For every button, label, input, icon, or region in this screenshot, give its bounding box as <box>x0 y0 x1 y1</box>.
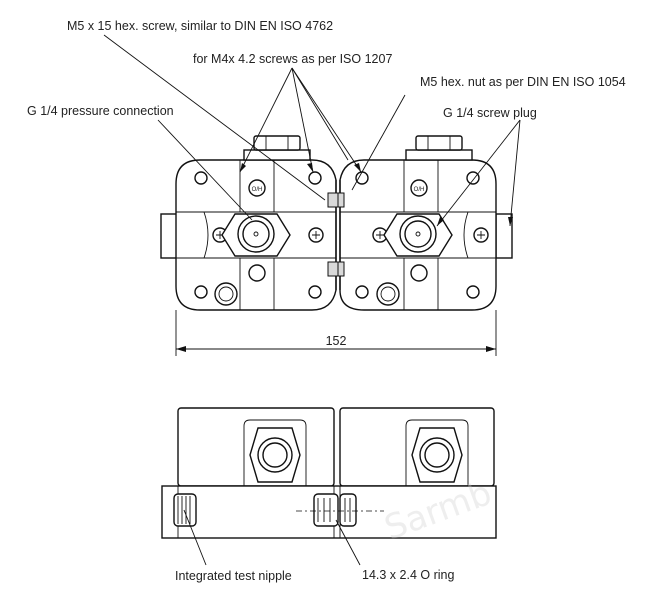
label-test-nipple: Integrated test nipple <box>175 569 292 583</box>
left-dial: O/H <box>248 179 266 197</box>
dimension: 152 <box>175 310 497 356</box>
side-view <box>161 407 497 566</box>
left-top-fitting <box>243 135 311 161</box>
dimension-label: 152 <box>326 334 347 348</box>
block-joint <box>327 180 345 290</box>
label-o-ring: 14.3 x 2.4 O ring <box>362 568 454 582</box>
label-m4-screws: for M4x 4.2 screws as per ISO 1207 <box>193 52 392 66</box>
test-nipple <box>173 493 197 527</box>
left-lower-indicator <box>248 264 266 282</box>
label-screw-m5: M5 x 15 hex. screw, similar to DIN EN IS… <box>67 19 333 33</box>
side-right-fitting <box>411 427 463 483</box>
right-vertical-channel <box>403 160 439 310</box>
right-dial: O/H <box>410 179 428 197</box>
right-top-fitting <box>405 135 473 161</box>
top-view: O/H O/H <box>160 135 513 311</box>
right-pressure-connection <box>383 213 453 257</box>
top-leaders <box>103 34 521 227</box>
label-pressure-connection: G 1/4 pressure connection <box>27 104 174 118</box>
right-lower-indicator <box>410 264 428 282</box>
channel-lines <box>176 211 496 259</box>
label-screw-plug: G 1/4 screw plug <box>443 106 537 120</box>
side-left-fitting <box>249 427 301 483</box>
channel-ends <box>203 211 469 259</box>
label-m5-nut: M5 hex. nut as per DIN EN ISO 1054 <box>420 75 626 89</box>
left-bottom-plug <box>214 282 238 306</box>
o-ring-joint <box>313 493 357 527</box>
left-pressure-connection <box>221 213 291 257</box>
svg-text:O/H: O/H <box>414 187 425 193</box>
left-stub <box>160 213 178 259</box>
svg-text:O/H: O/H <box>252 187 263 193</box>
right-bottom-plug <box>376 282 400 306</box>
left-vertical-channel <box>239 160 275 310</box>
